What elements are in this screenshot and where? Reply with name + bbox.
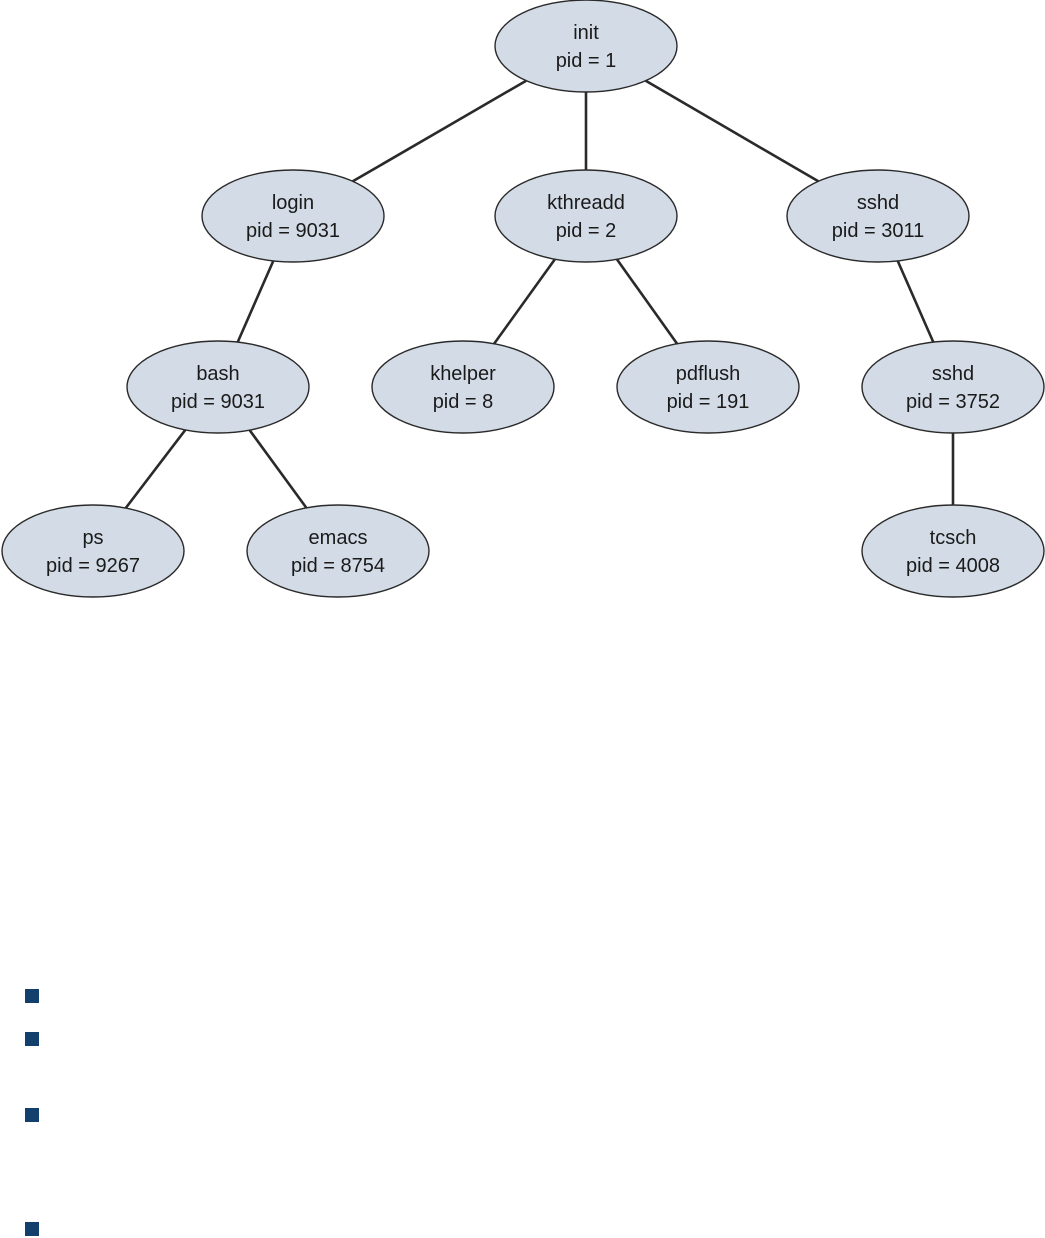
process-node-ellipse [494,169,678,263]
process-node-ellipse [246,504,430,598]
process-node-bash: bash pid = 9031 [126,340,310,434]
process-node-ellipse [1,504,185,598]
edge-kthreadd-pdflush [615,258,679,345]
process-name: bash [196,363,239,385]
edge-bash-emacs [248,429,308,509]
nodes-layer: init pid = 1 login pid = 9031 kthreadd pid = … [1,0,1045,598]
process-name: init [573,22,599,44]
process-node-ellipse [861,504,1045,598]
process-node-emacs: emacs pid = 8754 [246,504,430,598]
process-name: emacs [309,527,368,549]
process-pid: pid = 8 [433,391,494,413]
process-node-ellipse [861,340,1045,434]
process-tree-diagram: init pid = 1 login pid = 9031 kthreadd pid = … [1,0,1045,598]
process-node-ellipse [494,0,678,93]
edge-bash-ps [124,429,187,509]
edge-init-sshd-3011 [645,79,819,183]
process-name: ps [82,527,103,549]
process-node-ellipse [371,340,555,434]
process-pid: pid = 9031 [171,391,265,413]
process-name: sshd [857,192,899,214]
bullet-marker [25,1032,39,1046]
process-node-ps: ps pid = 9267 [1,504,185,598]
process-node-sshd-3752: sshd pid = 3752 [861,340,1045,434]
process-pid: pid = 4008 [906,555,1000,577]
process-pid: pid = 3752 [906,391,1000,413]
process-pid: pid = 8754 [291,555,385,577]
process-node-tcsch: tcsch pid = 4008 [861,504,1045,598]
edge-login-bash [236,260,275,343]
process-name: khelper [430,363,496,385]
process-pid: pid = 1 [556,50,617,72]
process-pid: pid = 3011 [832,220,925,242]
edge-kthreadd-khelper [493,258,556,345]
process-pid: pid = 191 [667,391,750,413]
bullet-marker [25,989,39,1003]
process-node-pdflush: pdflush pid = 191 [616,340,800,434]
bullet-marker [25,1108,39,1122]
process-node-kthreadd: kthreadd pid = 2 [494,169,678,263]
process-node-sshd-3011: sshd pid = 3011 [786,169,970,263]
process-node-ellipse [201,169,385,263]
process-node-khelper: khelper pid = 8 [371,340,555,434]
process-pid: pid = 9267 [46,555,140,577]
process-pid: pid = 9031 [246,220,340,242]
process-name: sshd [932,363,974,385]
process-name: login [272,192,314,214]
process-node-login: login pid = 9031 [201,169,385,263]
edge-init-login [352,79,527,183]
process-node-ellipse [786,169,970,263]
edges-layer [124,79,955,509]
process-name: kthreadd [547,192,625,214]
process-name: tcsch [930,527,977,549]
process-node-ellipse [616,340,800,434]
process-pid: pid = 2 [556,220,617,242]
process-node-init: init pid = 1 [494,0,678,93]
process-name: pdflush [676,363,741,385]
process-node-ellipse [126,340,310,434]
bullet-marker [25,1222,39,1236]
edge-sshd-3011-sshd-3752 [896,260,935,343]
